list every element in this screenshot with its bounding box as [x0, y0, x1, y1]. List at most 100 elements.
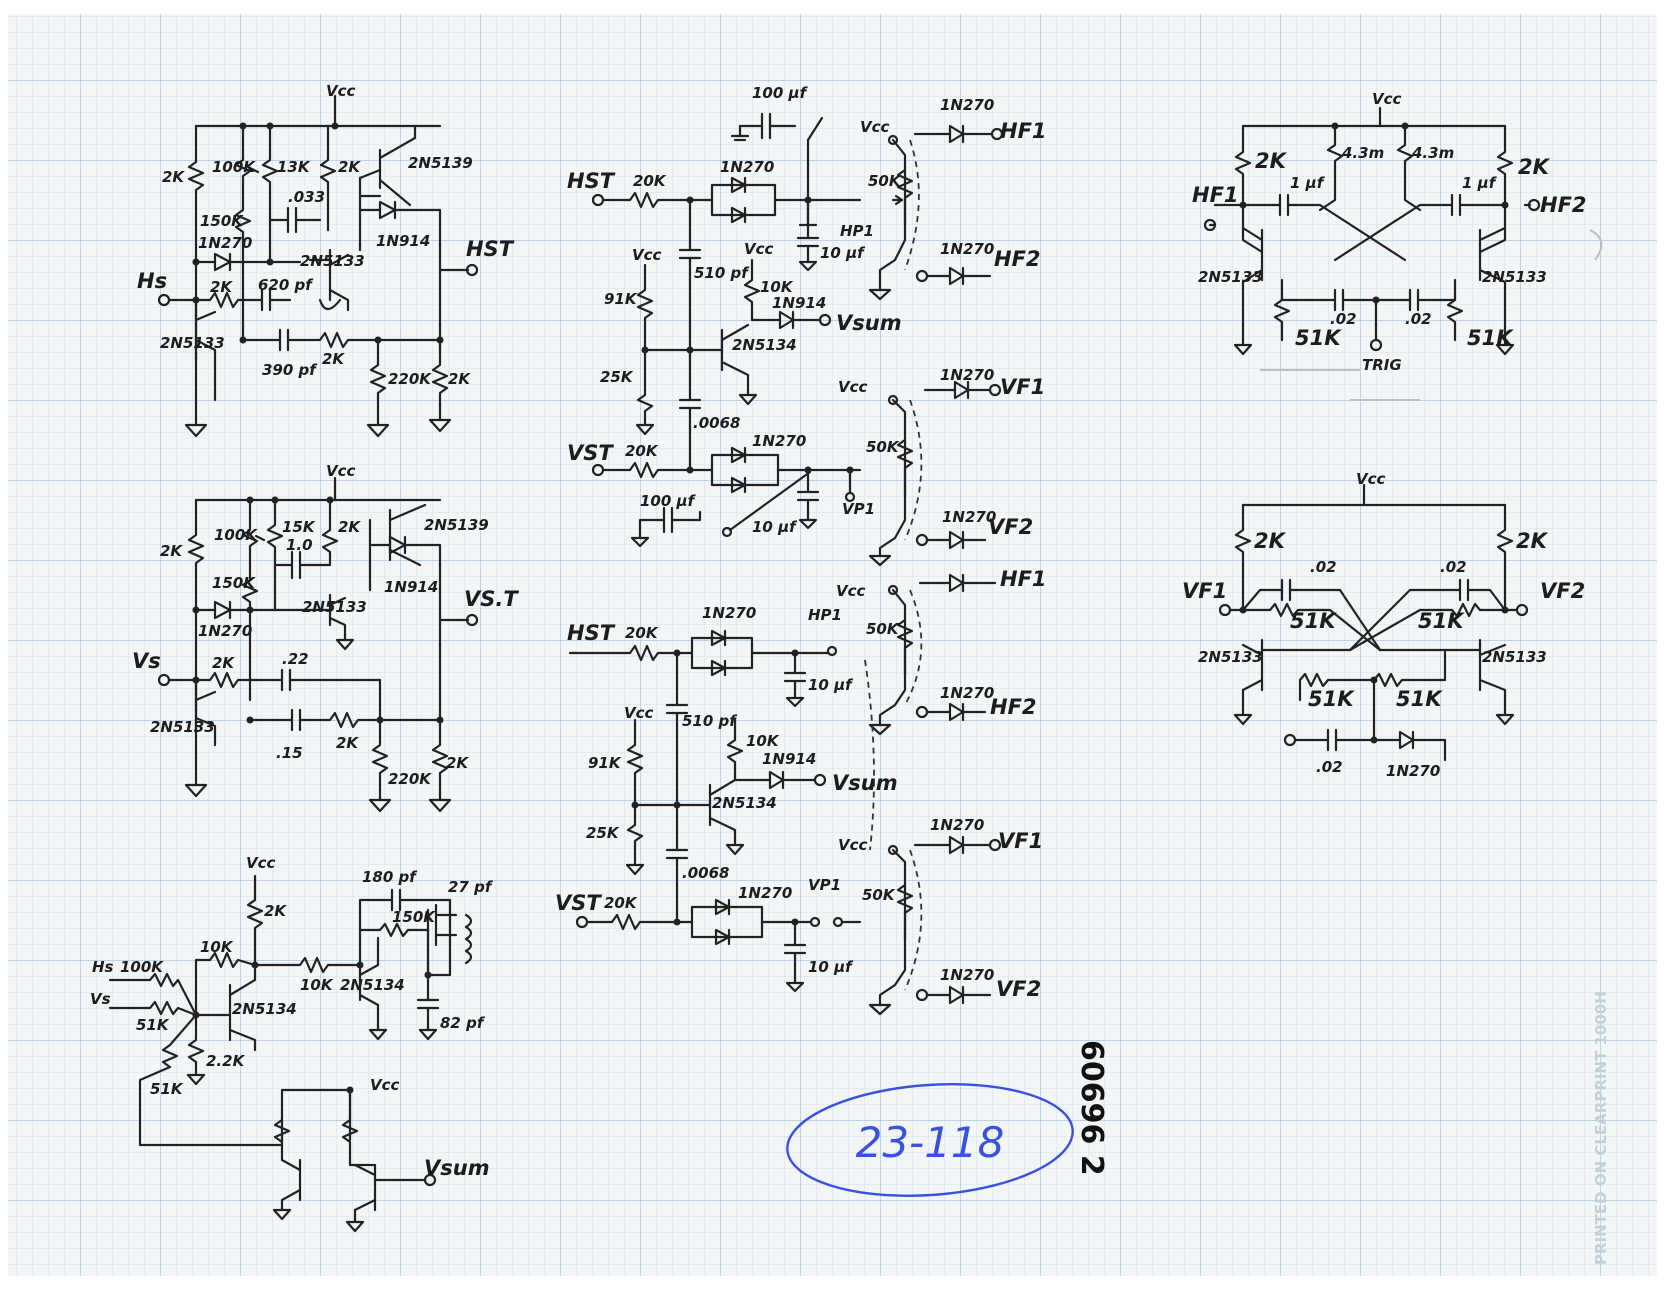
label-r-load: 10K: [760, 278, 794, 296]
label-r1: 2K: [1254, 529, 1287, 553]
label-vcc: Vcc: [326, 462, 356, 480]
label-cap3: .15: [276, 744, 303, 762]
label-r3: 2K: [338, 518, 361, 536]
label-out-diode2: 1N270: [940, 684, 994, 702]
label-q1: 2N5133: [1198, 648, 1263, 666]
label-vcc: Vcc: [326, 82, 356, 100]
label-r3: 51K: [1290, 609, 1337, 633]
label-q2: 2N5133: [1482, 268, 1547, 286]
label-out-diode2: 1N270: [942, 508, 996, 526]
label-diode1: 1N270: [198, 622, 252, 640]
label-r1: 2K: [1255, 149, 1288, 173]
catalog-annotation: 23-118: [786, 1083, 1074, 1197]
label-r4: 150K: [212, 574, 256, 592]
catalog-number: 23-118: [856, 1118, 1005, 1167]
label-cap-top: 100 µf: [640, 492, 697, 510]
label-r4: 51K: [1418, 609, 1465, 633]
label-r8: 2K: [448, 370, 471, 388]
label-r-h: 100K: [120, 958, 164, 976]
v-peak-detector-2: .0068 VST 20K 1N270 VP1 10 µf Vcc 50K 1N…: [555, 816, 1043, 1016]
label-r6: 51K: [1396, 687, 1443, 711]
label-vcc1: Vcc: [632, 246, 662, 264]
label-sw-vcc: Vcc: [838, 378, 868, 396]
label-r1: 20K: [625, 442, 659, 460]
label-diode: 1N270: [702, 604, 756, 622]
label-out1: HF1: [1000, 567, 1047, 591]
label-output: Vsum: [424, 1156, 490, 1180]
label-transistor: 2N5134: [732, 336, 797, 354]
label-cap-link: .0068: [682, 864, 729, 882]
label-r-bias: 91K: [604, 290, 638, 308]
label-r5: 2.2K: [206, 1052, 246, 1070]
label-r-bias: 91K: [588, 754, 622, 772]
v-peak-detector-1: .0068 VST 20K 1N270 VP1 100 µf 10 µf Vcc…: [567, 366, 1045, 567]
label-r4: 150K: [200, 212, 244, 230]
label-r6: 2K: [322, 350, 345, 368]
label-in-v: Vs: [90, 990, 111, 1008]
label-vsum: Vsum: [832, 771, 898, 795]
h-peak-detector-1: 100 µf HST 20K 1N270 HP1 10 µf Vcc 510 p…: [567, 84, 1047, 472]
label-r5: 51K: [1295, 326, 1342, 350]
label-out1: VF1: [998, 829, 1043, 853]
label-input: Vs: [132, 649, 161, 673]
label-cap1: 1.0: [286, 536, 313, 554]
label-r2: 13K: [277, 158, 311, 176]
label-out-diode2: 1N270: [940, 966, 994, 984]
label-trig: TRIG: [1362, 356, 1402, 374]
label-r2: 4.3m: [1341, 144, 1384, 162]
label-out1: VF1: [1000, 375, 1045, 399]
label-diode: 1N270: [738, 884, 792, 902]
label-vcc1: Vcc: [246, 854, 276, 872]
label-q2: 2N5133: [1482, 648, 1547, 666]
ink-oval: [786, 1083, 1074, 1197]
label-q1: 2N5139: [408, 154, 473, 172]
horizontal-sweep-circuit: Vcc Hs HST 2K 100K 13K 2K 2N5139 150K .0…: [137, 82, 515, 438]
label-q2: 2N5133: [300, 252, 365, 270]
label-sw-vcc: Vcc: [838, 836, 868, 854]
label-vcc2: Vcc: [744, 240, 774, 258]
label-r3: 4.3m: [1411, 144, 1454, 162]
label-cap2: 1 µf: [1462, 174, 1498, 192]
sheet-number: 60696 2: [1074, 1040, 1109, 1176]
label-input: HST: [567, 621, 616, 645]
vertical-sweep-circuit: Vcc Vs VS.T 2K 100K 15K 2K 2N5139 150K 1…: [132, 462, 519, 813]
label-out2: HF2: [994, 247, 1041, 271]
label-q2: 2N5134: [340, 976, 405, 994]
label-r2: 15K: [282, 518, 316, 536]
label-cap-hold: 10 µf: [808, 958, 854, 976]
label-diode2: 1N914: [384, 578, 438, 596]
label-output: VP1: [842, 500, 875, 518]
label-input: VST: [567, 441, 614, 465]
label-cap-hold: 10 µf: [820, 244, 866, 262]
paper-watermark: PRINTED ON CLEARPRINT 1000H: [1592, 991, 1610, 1265]
label-vsum: Vsum: [836, 311, 902, 335]
label-diode: 1N270: [1386, 762, 1440, 780]
label-pot1: 100K: [212, 158, 256, 176]
label-cap-top: 100 µf: [752, 84, 809, 102]
label-r8: 2K: [446, 754, 469, 772]
label-q3: 2N5133: [150, 718, 215, 736]
label-cap1: .033: [288, 188, 325, 206]
label-output: HST: [466, 237, 515, 261]
label-cap-couple: 510 pf: [694, 264, 750, 282]
label-cap1: 180 pf: [362, 868, 418, 886]
label-r3: 10K: [300, 976, 334, 994]
label-q3: 2N5133: [160, 334, 225, 352]
label-r4: 150K: [392, 908, 436, 926]
label-vcc2: Vcc: [370, 1076, 400, 1094]
label-input: VST: [555, 891, 602, 915]
label-r6: 51K: [150, 1080, 184, 1098]
label-r5: 51K: [1308, 687, 1355, 711]
label-in1: VF1: [1182, 579, 1227, 603]
label-diode: 1N270: [752, 432, 806, 450]
label-diode2: 1N914: [762, 750, 816, 768]
label-output: VP1: [808, 876, 841, 894]
label-q1: 2N5133: [1198, 268, 1263, 286]
label-r1: 10K: [200, 938, 234, 956]
label-out-diode1: 1N270: [940, 366, 994, 384]
label-r1: 2K: [162, 168, 185, 186]
label-r1: 20K: [604, 894, 638, 912]
label-out2: VF2: [996, 977, 1041, 1001]
